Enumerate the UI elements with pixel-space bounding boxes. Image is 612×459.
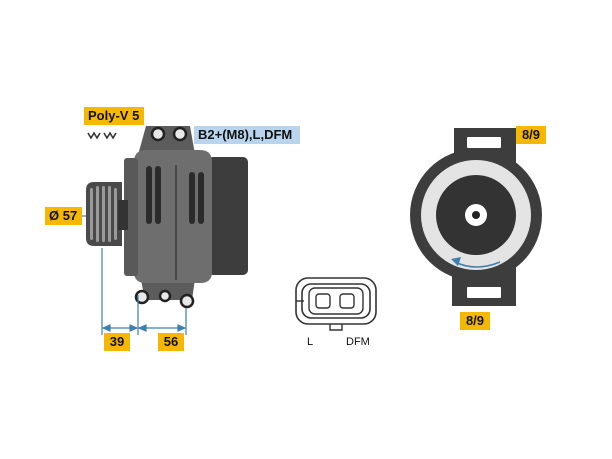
plug-pin-left-label: L: [307, 336, 314, 348]
mount-hole-icon: [158, 289, 172, 303]
dimension-lines: [82, 215, 187, 335]
belt-type-label: Poly-V 5: [84, 107, 144, 125]
mount-hole-icon: [134, 289, 150, 305]
plug-pin-right-label: DFM: [346, 336, 370, 348]
mount-hole-icon: [150, 126, 166, 142]
dim-mount-spacing-label: 56: [158, 333, 184, 351]
pulley-icon: [86, 182, 128, 246]
mount-hole-icon: [179, 293, 195, 309]
connector-plug-icon: [295, 277, 377, 331]
mount-slot-bottom-icon: [467, 287, 501, 298]
mount-hole-top-label: 8/9: [516, 126, 546, 144]
pulley-diameter-label: Ø 57: [45, 207, 82, 225]
mount-hole-bottom-label: 8/9: [460, 312, 490, 330]
belt-groove-icon: [87, 131, 117, 140]
rotation-arrow-icon: [451, 257, 501, 268]
dim-pulley-to-mount-label: 39: [104, 333, 130, 351]
vent-slots: [146, 166, 204, 224]
alternator-rear-view: [410, 128, 542, 306]
alternator-side-view: [86, 126, 248, 309]
mount-slot-top-icon: [467, 137, 501, 148]
mount-hole-icon: [172, 126, 188, 142]
terminals-label: B2+(M8),L,DFM: [194, 126, 300, 144]
